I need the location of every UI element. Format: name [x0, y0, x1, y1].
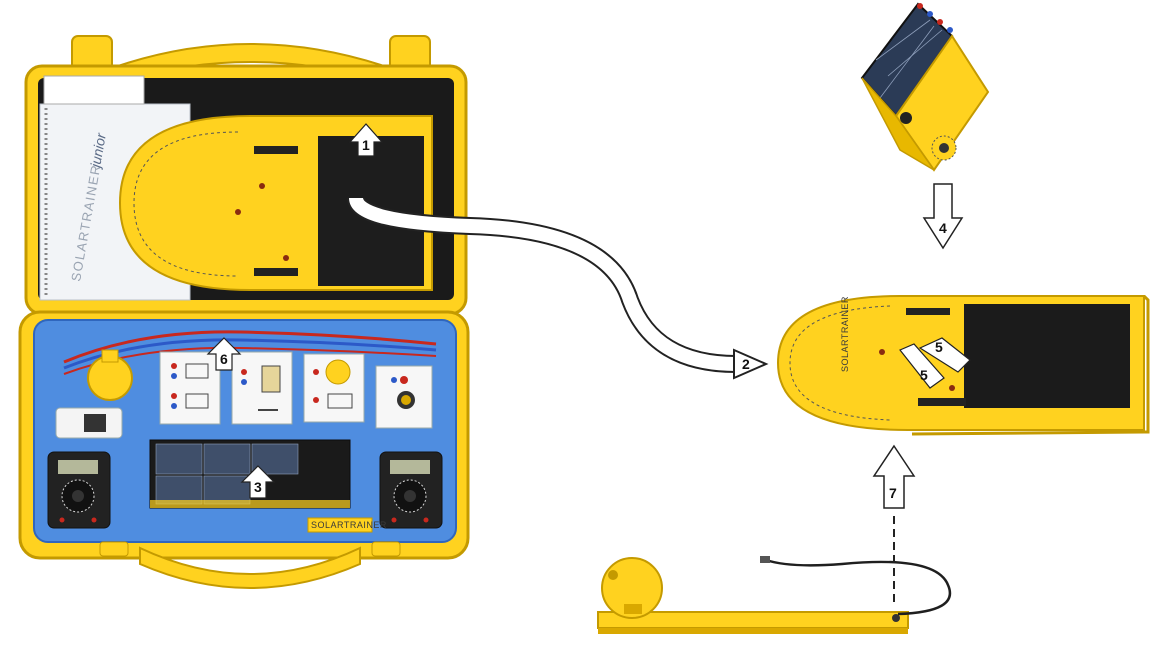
circuit-board-3 [304, 354, 364, 422]
base-plate-in-lid [120, 116, 432, 290]
base-plate-panel [964, 304, 1130, 408]
arrow-down-4 [924, 184, 962, 248]
arrow-up-7 [874, 446, 914, 606]
callout-6: 6 [220, 351, 228, 367]
brand-strip-label: SOLARTRAINER [311, 520, 387, 530]
callout-1: 1 [362, 137, 370, 153]
lamp-rail [598, 556, 950, 634]
callout-5b: 5 [920, 367, 928, 383]
circuit-board-2 [232, 352, 292, 424]
callout-5a: 5 [935, 339, 943, 355]
callout-2: 2 [742, 356, 750, 372]
multimeter-right [380, 452, 442, 528]
brand-strip: SOLARTRAINER [308, 518, 387, 532]
callout-4: 4 [939, 220, 947, 236]
base-plate-label: SOLARTRAINER [840, 296, 850, 372]
callout-7: 7 [889, 485, 897, 501]
callout-3: 3 [254, 479, 262, 495]
multimeter-left [48, 452, 110, 528]
circuit-board-4 [376, 366, 432, 428]
lamp-cable [766, 560, 950, 614]
circuit-board-1 [160, 352, 220, 424]
solar-module [862, 3, 988, 170]
carrying-case: SOLARTRAINER junior [20, 36, 468, 588]
